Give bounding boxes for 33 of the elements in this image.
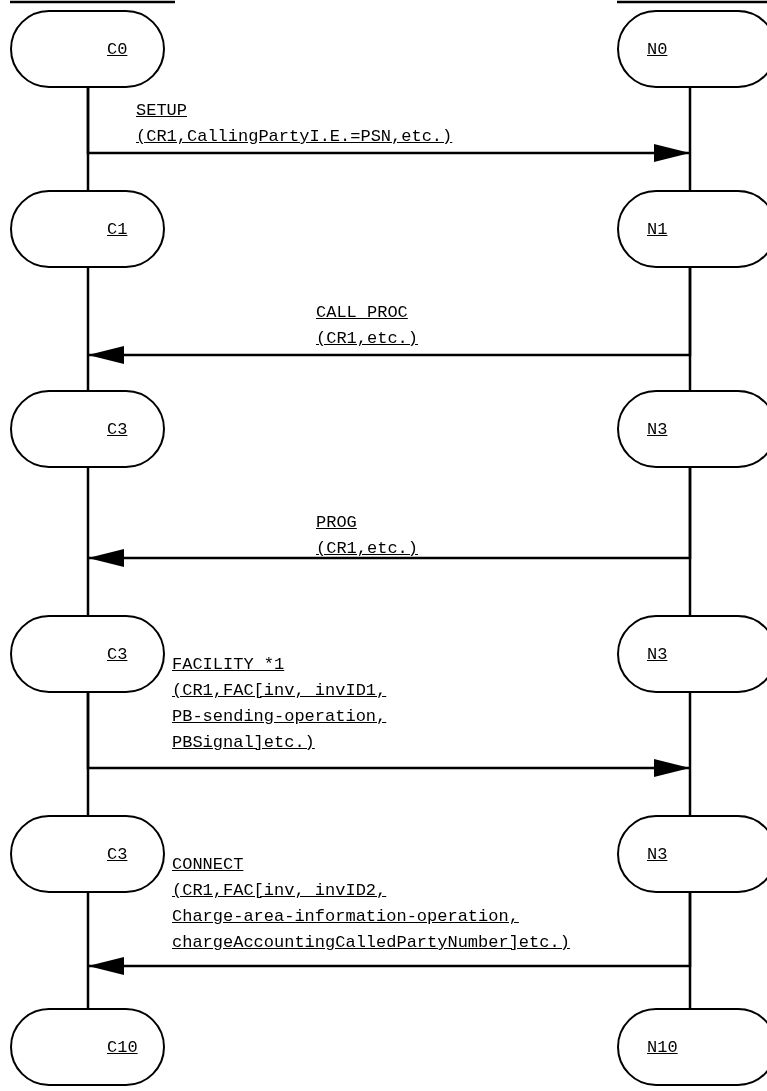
state-name: C3 — [107, 419, 128, 439]
state-pill — [617, 190, 767, 268]
state-pill — [617, 390, 767, 468]
state-name: C3 — [107, 644, 128, 664]
state-name: N3 — [647, 419, 668, 439]
message-arrow — [88, 468, 692, 567]
state-pill — [617, 615, 767, 693]
message-arrow — [88, 268, 692, 364]
state-name: N3 — [647, 644, 668, 664]
state-name: C0 — [107, 39, 128, 59]
state-name: C10 — [107, 1037, 138, 1057]
lifeline — [86, 468, 90, 615]
state-name: N1 — [647, 219, 668, 239]
message-arrow — [86, 693, 690, 777]
state-name: N3 — [647, 844, 668, 864]
message-arrow — [88, 893, 692, 975]
message-arrow — [86, 88, 690, 162]
state-name: C3 — [107, 844, 128, 864]
message-label: SETUP (CR1,CallingPartyI.E.=PSN,etc.) — [136, 100, 453, 148]
state-pill — [617, 1008, 767, 1086]
lifeline — [86, 893, 90, 1008]
state-name: N10 — [647, 1037, 678, 1057]
state-pill — [617, 10, 767, 88]
state-pill — [617, 815, 767, 893]
message-label: PROG (CR1,etc.) — [316, 512, 419, 560]
state-name: N0 — [647, 39, 668, 59]
message-label: CALL PROC (CR1,etc.) — [316, 302, 419, 350]
message-label: CONNECT (CR1,FAC[inv, invID2, Charge-area-information-operation, chargeAccountingCalledPartyNumber]etc.) — [172, 854, 570, 954]
lifeline — [688, 693, 692, 815]
lifeline — [86, 268, 90, 390]
lifeline — [688, 88, 692, 190]
state-name: C1 — [107, 219, 128, 239]
message-label: FACILITY *1 (CR1,FAC[inv, invID1, PB-sending-operation, PBSignal]etc.) — [172, 654, 387, 754]
